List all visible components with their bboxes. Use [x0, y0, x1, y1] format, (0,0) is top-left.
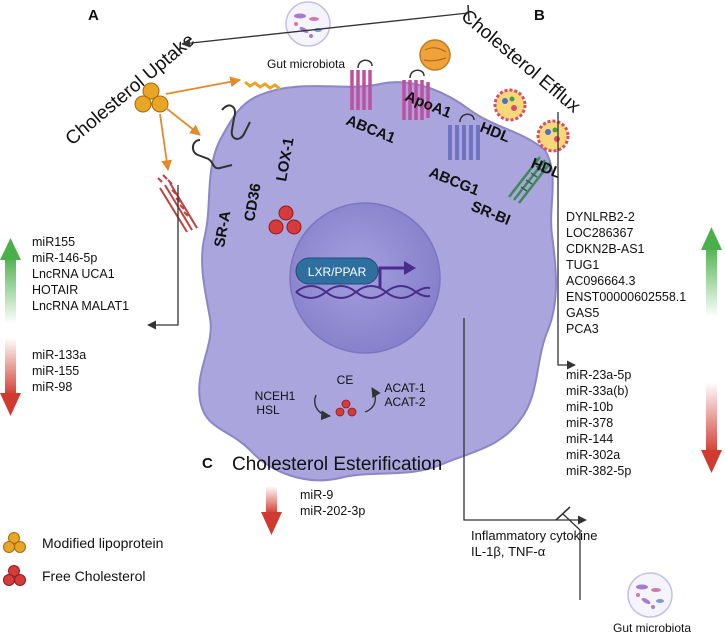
- efflux-up-item: GAS5: [566, 306, 599, 320]
- legend-lipoprotein-icon: [3, 532, 26, 553]
- efflux-up-item: TUG1: [566, 258, 599, 272]
- sr-bi-receptor: [508, 156, 551, 204]
- efflux-down-item: miR-144: [566, 432, 613, 446]
- sr-a-label: SR-A: [211, 209, 234, 248]
- ce-cholesterol-cluster: [335, 399, 357, 417]
- uptake-down-item: miR-98: [32, 380, 72, 394]
- cd36-label: CD36: [241, 182, 264, 223]
- gut-microbiota-bottom-icon: [627, 572, 673, 618]
- efflux-down-item: miR-33a(b): [566, 384, 629, 398]
- uptake-up-arrow-icon: [0, 238, 21, 324]
- panel-c-letter: C: [202, 455, 213, 472]
- efflux-down-item: miR-302a: [566, 448, 620, 462]
- transcription-arrow-icon: [378, 266, 405, 288]
- efflux-up-item: AC096664.3: [566, 274, 636, 288]
- free-cholesterol-cluster: [268, 205, 302, 235]
- efflux-down-list: miR-23a-5p miR-33a(b) miR-10b miR-378 mi…: [566, 368, 631, 478]
- efflux-up-list: DYNLRB2-2 LOC286367 CDKN2B-AS1 TUG1 AC09…: [566, 210, 686, 336]
- dna-helix-icon: [295, 285, 431, 299]
- efflux-connector: [557, 112, 576, 370]
- ce-label: CE: [337, 373, 354, 387]
- hdl-particle-2-icon: [536, 119, 570, 153]
- legend: Modified lipoprotein Free Cholesterol: [3, 532, 163, 586]
- uptake-down-arrow-icon: [0, 338, 21, 416]
- efflux-up-item: DYNLRB2-2: [566, 210, 635, 224]
- uptake-up-item: miR-146-5p: [32, 251, 97, 265]
- esterification-down-item: miR-9: [300, 488, 333, 502]
- inflammation-connector: [463, 318, 587, 525]
- efflux-up-item: PCA3: [566, 322, 599, 336]
- abca1-transporter: [350, 70, 430, 120]
- panel-c-title: Cholesterol Esterification: [232, 454, 442, 475]
- hdl-particle-icon: [493, 88, 527, 122]
- uptake-up-item: LncRNA UCA1: [32, 267, 115, 281]
- efflux-down-item: miR-378: [566, 416, 613, 430]
- apoa1-icon: [419, 39, 451, 71]
- uptake-up-item: miR155: [32, 235, 75, 249]
- legend-lipoprotein-label: Modified lipoprotein: [42, 535, 163, 551]
- gut-microbiota-top-label: Gut microbiota: [267, 57, 345, 71]
- efflux-down-item: miR-23a-5p: [566, 368, 631, 382]
- esterification-down-arrow-icon: [261, 486, 282, 535]
- uptake-connector: [147, 185, 179, 330]
- acat1-label: ACAT-1: [384, 381, 425, 395]
- uptake-up-item: HOTAIR: [32, 283, 78, 297]
- efflux-up-item: CDKN2B-AS1: [566, 242, 645, 256]
- lxr-ppar-label: LXR/PPAR: [308, 265, 367, 279]
- uptake-down-item: miR-133a: [32, 348, 86, 362]
- ester-arrow-left-icon: [314, 394, 331, 421]
- efflux-down-item: miR-10b: [566, 400, 613, 414]
- uptake-up-list: miR155 miR-146-5p LncRNA UCA1 HOTAIR Lnc…: [32, 235, 129, 313]
- efflux-up-arrow-icon: [701, 227, 722, 317]
- legend-free-cholesterol-icon: [3, 565, 26, 586]
- acat2-label: ACAT-2: [384, 395, 425, 409]
- efflux-down-item: miR-382-5p: [566, 464, 631, 478]
- ester-arrow-right-icon: [364, 387, 381, 413]
- inflammation-title: Inflammatory cytokine: [471, 528, 597, 543]
- uptake-down-item: miR-155: [32, 364, 79, 378]
- oxldl-chain-icon: [244, 80, 281, 91]
- panel-b-letter: B: [534, 7, 545, 24]
- legend-free-cholesterol-label: Free Cholesterol: [42, 568, 146, 584]
- panel-a-letter: A: [88, 7, 99, 24]
- uptake-up-item: LncRNA MALAT1: [32, 299, 129, 313]
- efflux-up-item: ENST00000602558.1: [566, 290, 686, 304]
- uptake-down-list: miR-133a miR-155 miR-98: [32, 348, 86, 394]
- modified-lipoprotein-cluster: [134, 82, 169, 113]
- abcg1-transporter: [448, 125, 480, 160]
- lxr-ppar-box: [295, 257, 379, 285]
- efflux-down-arrow-icon: [701, 382, 722, 473]
- inflammation-items: IL-1β, TNF-α: [471, 544, 546, 559]
- gut-microbiota-top-icon: [285, 1, 331, 47]
- gut-microbiota-bottom-label: Gut microbiota: [613, 621, 691, 635]
- esterification-down-list: miR-9 miR-202-3p: [300, 488, 365, 518]
- efflux-up-item: LOC286367: [566, 226, 633, 240]
- cd36-receptor: [192, 139, 233, 170]
- lox-1-receptor: [221, 104, 251, 140]
- nceh1-label: NCEH1: [255, 389, 296, 403]
- panel-a-title: Cholesterol Uptake: [62, 30, 199, 150]
- esterification-down-item: miR-202-3p: [300, 504, 365, 518]
- hsl-label: HSL: [256, 403, 280, 417]
